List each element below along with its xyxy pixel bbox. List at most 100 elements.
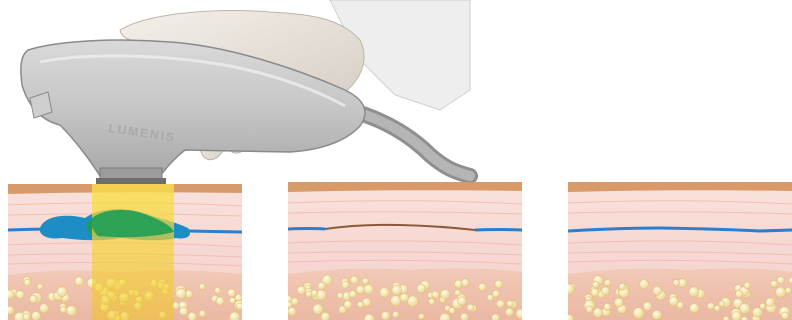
- fat-cell: [593, 308, 602, 317]
- fat-cell: [297, 286, 305, 294]
- fat-cell: [752, 307, 762, 317]
- fat-cell: [633, 308, 644, 319]
- fat-cell: [176, 288, 187, 299]
- fat-cell: [432, 291, 439, 298]
- fat-cell: [321, 312, 330, 320]
- fat-cell: [785, 288, 791, 294]
- fat-cell: [318, 282, 326, 290]
- skin-panel-treatment: [5, 184, 245, 320]
- fat-cell: [516, 309, 526, 319]
- fat-cell: [619, 283, 626, 290]
- fat-cell: [766, 298, 775, 307]
- fat-cell: [286, 302, 292, 308]
- fat-cell: [495, 280, 503, 288]
- fat-cell: [719, 301, 725, 307]
- fat-cell: [362, 278, 368, 284]
- fat-cell: [673, 279, 680, 286]
- fat-cell: [496, 300, 504, 308]
- fat-cell: [449, 307, 455, 313]
- fat-cell: [337, 293, 343, 299]
- fat-cell: [781, 312, 788, 319]
- fat-cell: [392, 311, 399, 318]
- fat-cell: [75, 277, 84, 286]
- blood-vessel: [475, 230, 522, 231]
- fat-cell: [39, 304, 48, 313]
- fat-cell: [356, 285, 365, 294]
- fat-cell: [179, 307, 188, 316]
- fat-cell: [744, 282, 751, 289]
- fat-cell: [492, 290, 499, 297]
- fat-cell: [770, 280, 777, 287]
- fat-cell: [777, 276, 785, 284]
- fat-cell: [380, 288, 390, 298]
- fat-cell: [31, 311, 40, 320]
- fat-cell: [364, 285, 374, 295]
- fat-cell: [37, 284, 43, 290]
- fat-cell: [391, 296, 401, 306]
- fat-cell: [57, 287, 67, 297]
- fat-cell: [604, 279, 611, 286]
- fat-cell: [505, 308, 513, 316]
- fat-cell: [440, 290, 450, 300]
- fat-cell: [586, 306, 593, 313]
- fat-cell: [23, 313, 30, 320]
- fat-cell: [24, 279, 31, 286]
- fat-cell: [652, 310, 662, 320]
- fat-cell: [775, 287, 785, 297]
- fat-cell: [66, 306, 76, 316]
- fat-cell: [507, 300, 514, 307]
- fat-cell: [60, 306, 67, 313]
- fat-cell: [199, 310, 206, 317]
- fat-cell: [344, 301, 352, 309]
- fat-cell: [400, 293, 409, 302]
- fat-cell: [604, 303, 611, 310]
- fat-cell: [592, 281, 599, 288]
- fat-cell: [461, 279, 469, 287]
- blood-vessel: [288, 229, 325, 230]
- fat-cell: [478, 283, 486, 291]
- fat-cell: [342, 281, 350, 289]
- fat-cell: [714, 305, 720, 311]
- fat-cell: [460, 313, 468, 320]
- fat-cell: [349, 290, 357, 298]
- fat-cell: [357, 301, 363, 307]
- fat-cell: [740, 303, 750, 313]
- fat-cell: [16, 291, 24, 299]
- fat-cell: [215, 288, 221, 294]
- fat-cell: [216, 297, 224, 305]
- fat-cell: [350, 276, 358, 284]
- handpiece-cable: [350, 110, 470, 176]
- fat-cell: [643, 302, 652, 311]
- fat-cell: [199, 284, 205, 290]
- fat-cell: [653, 286, 662, 295]
- skin-panel-coagulation: [284, 182, 526, 320]
- fat-cell: [455, 290, 461, 296]
- fat-cell: [6, 306, 14, 314]
- fat-cell: [639, 280, 648, 289]
- fat-cell: [707, 303, 714, 310]
- laser-beam: [92, 184, 174, 320]
- fat-cell: [188, 312, 197, 320]
- fat-cell: [614, 298, 623, 307]
- fat-cell: [392, 285, 402, 295]
- fat-cell: [690, 304, 699, 313]
- fat-cell: [492, 314, 500, 320]
- fat-cell: [789, 278, 792, 284]
- fat-cell: [5, 290, 14, 299]
- fat-cell: [229, 312, 239, 320]
- fat-cell: [601, 287, 609, 295]
- fat-cell: [735, 290, 742, 297]
- fat-cell: [381, 311, 390, 320]
- fat-cell: [313, 304, 323, 314]
- fat-cell: [236, 303, 243, 310]
- fat-cell: [669, 297, 678, 306]
- fat-cell: [311, 290, 318, 297]
- fat-cell: [563, 284, 574, 295]
- skin-panel-healed: [563, 182, 792, 320]
- fat-cell: [732, 312, 742, 320]
- fat-cell: [229, 298, 235, 304]
- fat-cell: [288, 307, 296, 315]
- fat-cell: [227, 289, 235, 297]
- fat-cell: [30, 295, 38, 303]
